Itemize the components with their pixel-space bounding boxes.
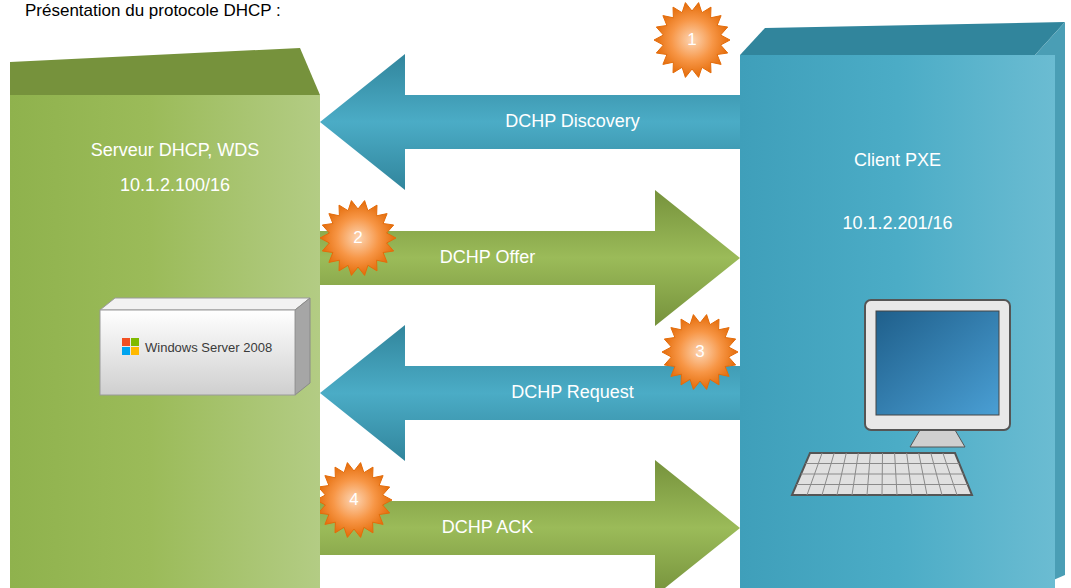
keyboard-key xyxy=(822,453,834,495)
callout-number: 2 xyxy=(353,228,362,248)
arrow-label: DCHP Request xyxy=(511,382,634,404)
keyboard-key xyxy=(931,453,942,495)
server-box: Serveur DHCP, WDS 10.1.2.100/16Windows Se… xyxy=(10,95,320,588)
arrow-label: DCHP ACK xyxy=(442,517,534,539)
keyboard-key xyxy=(907,453,912,495)
arrow-label: DCHP Discovery xyxy=(505,111,640,133)
monitor-stand xyxy=(910,430,965,447)
node-text: Serveur DHCP, WDS xyxy=(40,140,310,162)
logo-front-face xyxy=(100,310,295,395)
client-top-face xyxy=(740,22,1065,55)
windows-flag xyxy=(122,347,130,355)
client-box: Client PXE 10.1.2.201/16 xyxy=(740,55,1055,588)
arrow-label: DCHP Offer xyxy=(440,247,535,269)
keyboard xyxy=(792,453,972,495)
keyboard-key xyxy=(895,453,897,495)
callout-burst xyxy=(654,3,730,78)
windows-flag xyxy=(122,338,130,346)
node-text: 10.1.2.100/16 xyxy=(40,175,310,197)
logo-text: Windows Server 2008 xyxy=(145,340,272,356)
callout-number: 1 xyxy=(687,30,696,50)
diagram-title: Présentation du protocole DHCP : xyxy=(25,1,281,21)
callout-burst xyxy=(320,201,396,276)
node-text: Client PXE xyxy=(740,150,1055,172)
keyboard-key xyxy=(919,453,927,495)
keyboard-key xyxy=(837,453,846,495)
callout-number: 4 xyxy=(349,490,358,510)
keyboard-key xyxy=(943,453,957,495)
windows-flag xyxy=(131,338,139,346)
block-arrow xyxy=(320,54,740,190)
keyboard-key xyxy=(882,453,884,495)
logo-top-face xyxy=(100,298,310,310)
node-text: 10.1.2.201/16 xyxy=(740,213,1055,235)
block-arrow xyxy=(320,190,740,326)
windows-flag xyxy=(131,347,139,355)
keyboard-key xyxy=(867,453,870,495)
monitor-screen xyxy=(876,311,999,415)
computer-icon xyxy=(740,55,1035,588)
callout-number: 3 xyxy=(695,342,704,362)
logo-side-face xyxy=(295,298,310,395)
callout-burst xyxy=(316,463,392,538)
monitor xyxy=(865,300,1010,430)
callout-burst xyxy=(662,315,738,390)
keyboard-key xyxy=(852,453,858,495)
server-top-face xyxy=(10,48,320,95)
keyboard-key xyxy=(807,453,822,495)
